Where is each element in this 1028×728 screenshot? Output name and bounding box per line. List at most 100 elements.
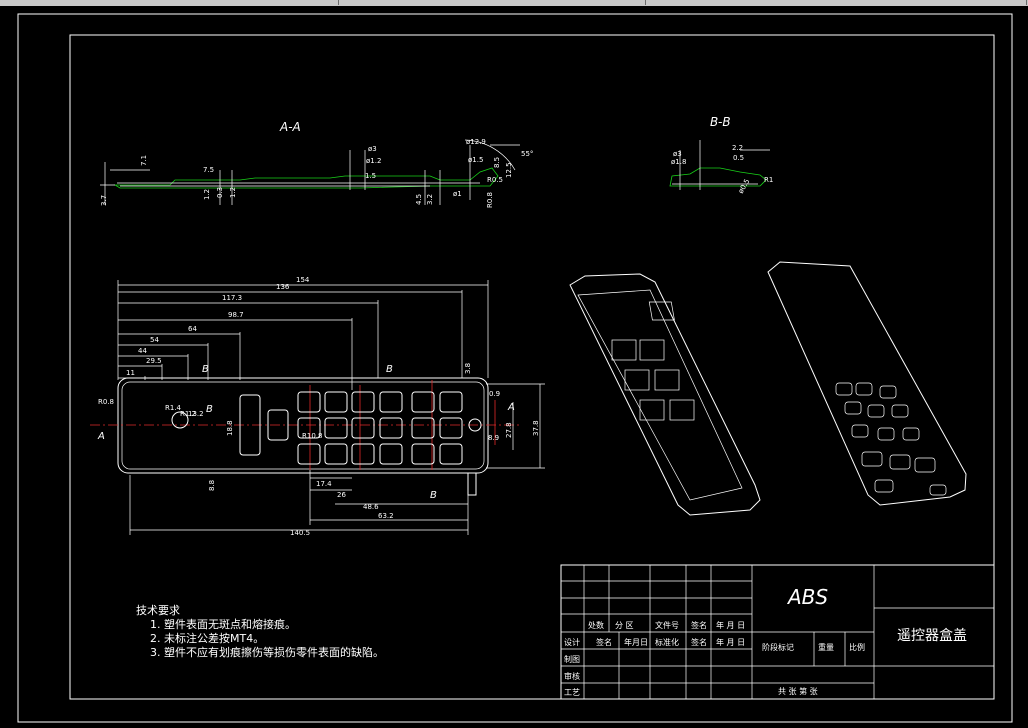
dim-label: 64: [188, 325, 197, 333]
section-bb-dimension-lines: [672, 140, 770, 190]
notes-title: 技术要求: [136, 604, 180, 617]
lid-outline: [117, 377, 489, 474]
revision-header: 文件号: [655, 620, 679, 630]
dim-label: 8.8: [208, 480, 216, 491]
outer-sheet-border: [17, 13, 1013, 723]
note-item: 3. 塑件不应有划痕擦伤等损伤零件表面的缺陷。: [150, 645, 384, 659]
part-name: 遥控器盒盖: [897, 627, 967, 644]
dim-label: 98.7: [228, 311, 244, 319]
cut-label: B: [430, 490, 437, 501]
window-tab[interactable]: [0, 0, 339, 5]
dim-label: 8.9: [488, 434, 499, 442]
dim-label: 117.3: [222, 294, 242, 302]
inner-frame-border: [69, 34, 995, 700]
row-label: 制图: [564, 654, 580, 664]
isometric-outside-view: [767, 261, 967, 506]
dim-label: 27.8: [505, 422, 513, 438]
dim-label: 13.2: [188, 410, 204, 418]
scale-label: 比例: [849, 642, 865, 652]
title-block-grid: [561, 565, 994, 699]
title-block[interactable]: 处数 分 区 文件号 签名 年 月 日 设计 签名 年月日 标准化 签名 年 月…: [560, 564, 995, 700]
dim-label: R0.5: [487, 176, 503, 184]
vertical-centerlines: [309, 380, 496, 470]
dim-label: 7.5: [203, 166, 214, 174]
dim-label: 3.8: [464, 363, 472, 374]
dim-label: 1.2: [203, 189, 211, 200]
revision-header: 年 月 日: [716, 620, 745, 630]
dim-label: R0.8: [486, 192, 494, 208]
window-tab[interactable]: [339, 0, 646, 5]
dim-label: 18.8: [226, 420, 234, 436]
note-item: 2. 未标注公差按MT4。: [150, 631, 264, 645]
dim-label: 8.5: [493, 157, 501, 168]
section-bb-profile: [669, 167, 767, 187]
note-item: 1. 塑件表面无斑点和熔接痕。: [150, 617, 296, 631]
technical-notes: 技术要求 1. 塑件表面无斑点和熔接痕。 2. 未标注公差按MT4。 3. 塑件…: [136, 604, 384, 659]
dim-label: 154: [296, 276, 310, 284]
dim-label: ø12.9: [466, 138, 486, 146]
cut-label: A: [507, 402, 515, 413]
sign-header: 设计: [564, 637, 580, 647]
dim-label: 12.5: [505, 162, 513, 178]
window-tab[interactable]: [646, 0, 1027, 5]
revision-header: 签名: [691, 620, 707, 630]
cad-drawing-canvas[interactable]: A-A 7.1 7.5 3.7 1.2 0.3 1.2 ø3 ø1.2 1.5 …: [0, 6, 1028, 728]
plan-dimension-lines: [117, 280, 545, 535]
dim-label: ø1.5: [468, 156, 483, 164]
section-aa-view[interactable]: A-A 7.1 7.5 3.7 1.2 0.3 1.2 ø3 ø1.2 1.5 …: [100, 120, 533, 208]
dim-label: 48.6: [363, 503, 379, 511]
dim-label: 54: [150, 336, 159, 344]
revision-header: 处数: [588, 620, 604, 630]
isometric-inside-view: [569, 273, 761, 516]
dim-label: 11: [126, 369, 135, 377]
dim-label: 37.8: [532, 420, 540, 436]
row-label: 审核: [564, 671, 580, 681]
dim-label: 44: [138, 347, 147, 355]
sign-header: 签名: [691, 637, 707, 647]
dim-label: 1.5: [365, 172, 376, 180]
dim-label: ø3: [368, 145, 377, 153]
dim-label: ø1.2: [366, 157, 381, 165]
cut-label: B: [386, 364, 393, 375]
dim-label: 29.5: [146, 357, 162, 365]
cut-label: B: [206, 404, 213, 415]
material-label: ABS: [786, 585, 828, 609]
dim-label: R1.4: [165, 404, 182, 412]
dim-label: 55°: [521, 150, 533, 158]
sign-header: 标准化: [655, 637, 679, 647]
dim-label: R10.8: [302, 432, 322, 440]
button-grid: [171, 391, 482, 465]
dim-label: 4.5: [415, 194, 423, 205]
section-aa-angle-arc: [464, 139, 516, 171]
dim-label: ø3: [673, 150, 682, 158]
window-top-bar: [0, 0, 1028, 6]
dim-label: 63.2: [378, 512, 394, 520]
section-aa-profile: [113, 167, 499, 189]
plan-view[interactable]: 154 136 117.3 98.7 64 54 44 29.5 11 R0.8…: [90, 276, 545, 537]
dim-label: 136: [276, 283, 290, 291]
dim-label: 0.5: [733, 154, 744, 162]
cut-label: B: [202, 364, 209, 375]
lid-tab: [467, 473, 477, 496]
sign-header: 年 月 日: [716, 637, 745, 647]
sign-header: 签名: [596, 637, 612, 647]
row-label: 工艺: [564, 688, 580, 697]
dim-label: 0.3: [216, 187, 224, 198]
dim-label: 3.7: [100, 195, 108, 206]
sheet-text: 共 张 第 张: [778, 686, 818, 696]
dim-label: 1.2: [229, 187, 237, 198]
dim-label: R1: [764, 176, 773, 184]
weight-label: 重量: [818, 642, 834, 652]
dim-label: R0.8: [98, 398, 114, 406]
dim-label: R1.2: [180, 410, 196, 418]
dim-label: 2.2: [732, 144, 743, 152]
section-bb-view[interactable]: B-B ø3 ø1.8 2.2 0.5 R1 ø0.5: [669, 115, 773, 195]
dim-label: 140.5: [290, 529, 310, 537]
section-aa-label: A-A: [279, 120, 301, 134]
dim-label: 7.1: [140, 155, 148, 166]
sign-header: 年月日: [624, 637, 648, 647]
cut-label: A: [97, 431, 105, 442]
dim-label: ø1: [453, 190, 462, 198]
dim-label: ø1.8: [671, 158, 686, 166]
section-bb-label: B-B: [710, 115, 731, 129]
